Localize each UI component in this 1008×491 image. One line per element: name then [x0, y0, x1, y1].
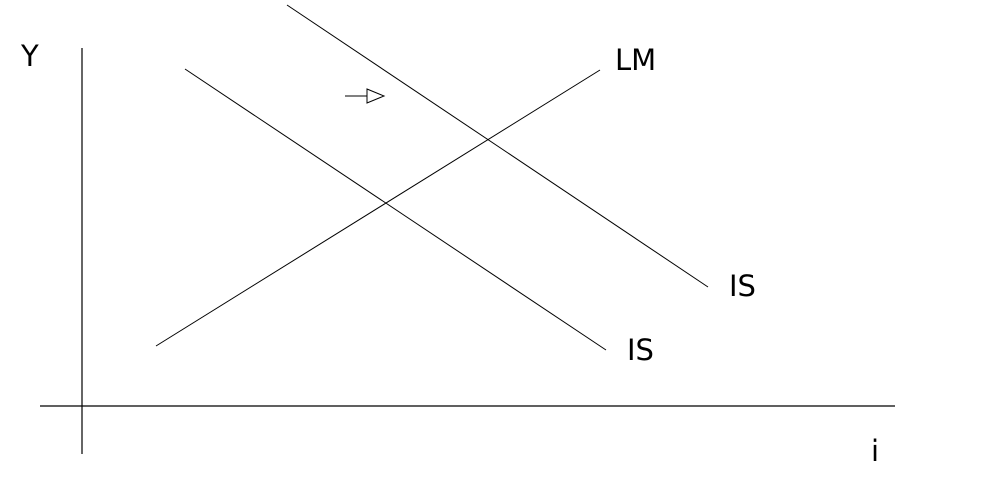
right-arrow-icon: [345, 88, 386, 104]
is-curve-shifted: [286, 4, 709, 288]
axes: [40, 48, 895, 454]
curves: [155, 4, 709, 351]
is-curve-original: [184, 68, 607, 351]
lm-curve: [155, 69, 601, 347]
x-axis-label: i: [871, 434, 879, 468]
y-axis-label: Y: [20, 39, 39, 73]
arrow-head: [366, 88, 386, 104]
is-curve-original-label: IS: [627, 333, 654, 367]
is-curve-shifted-label: IS: [729, 269, 756, 303]
lm-curve-label: LM: [615, 43, 656, 77]
